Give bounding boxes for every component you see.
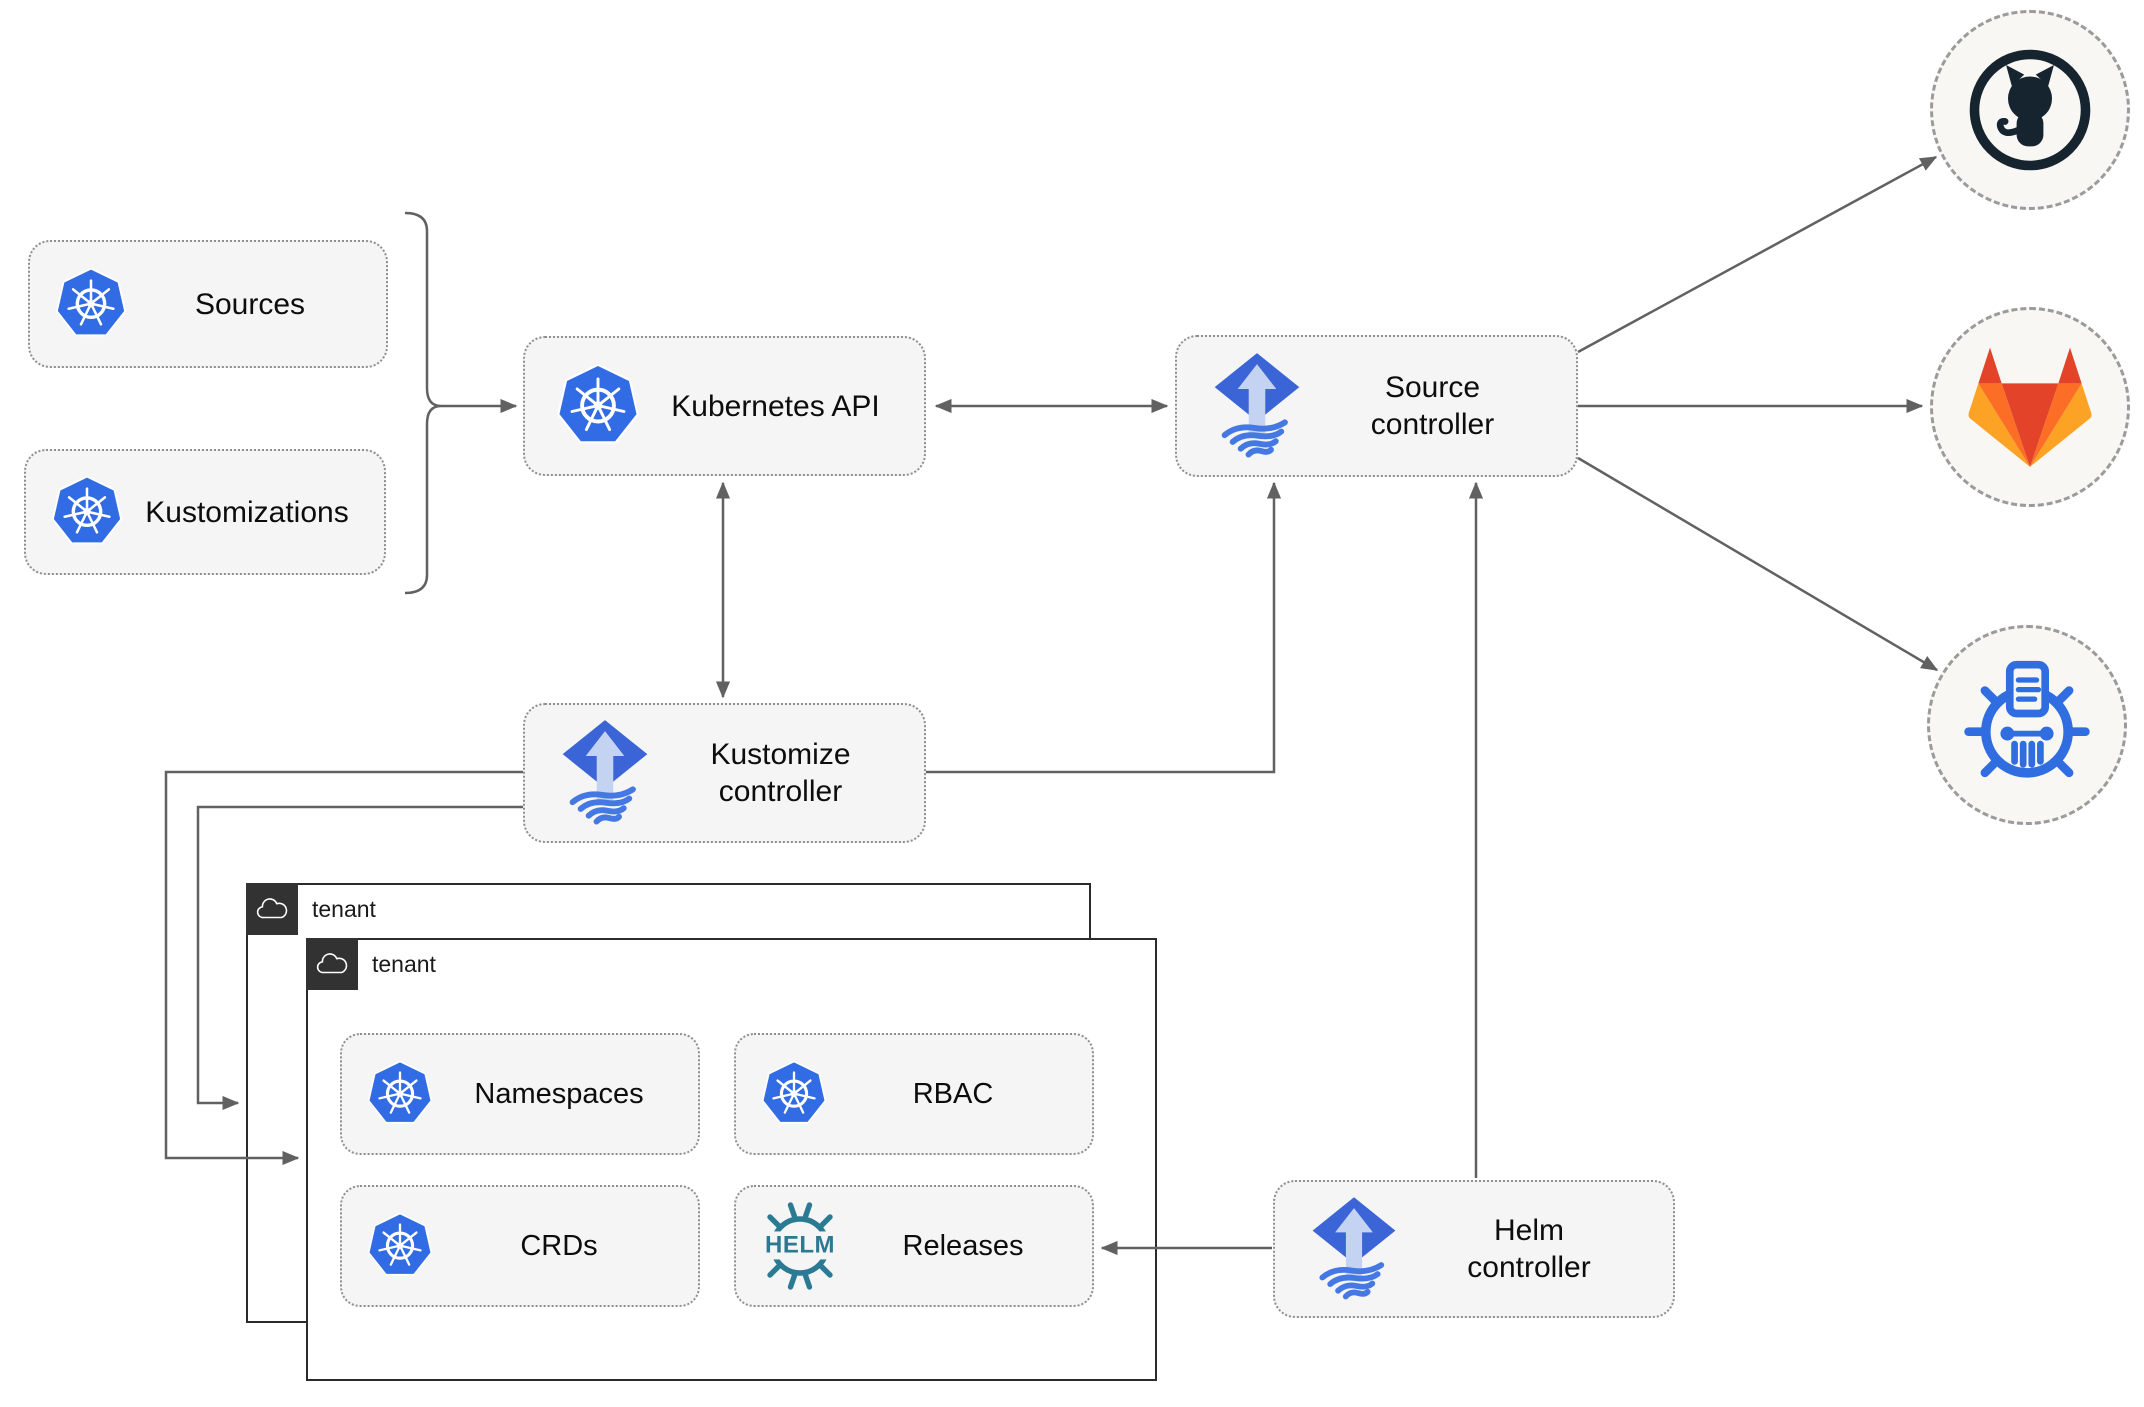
connector-source-to-helm-repository [1577,456,1939,672]
endpoint-github [1930,10,2130,210]
connector-source-to-github [1577,155,1938,354]
node-kustomize-controller: Kustomize controller [523,703,926,843]
node-kubernetes-api: Kubernetes API [523,336,926,476]
node-label-line1: Kustomize [710,738,851,771]
tenant-label: tenant [372,951,436,977]
endpoint-helm-repository [1927,625,2127,825]
node-label-line2: controller [1370,408,1495,441]
tenant-tab [246,883,298,935]
flux-icon [1211,353,1303,460]
gitlab-icon [1968,347,2092,467]
kubernetes-icon [366,1061,434,1127]
node-label-line1: Source [1384,371,1481,404]
node-label-line2: controller [718,775,843,808]
node-label: Kustomize controller [651,736,924,810]
kubernetes-icon [50,476,124,548]
node-helm-controller: Helm controller [1273,1180,1675,1318]
chartmuseum-icon [1964,660,2090,778]
flux-icon [559,720,651,827]
node-sources: Sources [28,240,388,368]
kubernetes-icon [555,364,641,448]
node-label: Kubernetes API [671,389,880,423]
flux-icon [1309,1197,1399,1302]
connector-bracket-resources [404,211,442,595]
node-label-line2: controller [1467,1251,1591,1284]
kubernetes-icon [366,1213,434,1279]
helm-logo-text: HELM [762,1231,838,1260]
node-label: Kustomizations [145,495,349,529]
node-label: Releases [902,1229,1024,1262]
node-namespaces: Namespaces [340,1033,700,1155]
node-label: Namespaces [474,1077,644,1110]
node-label: Sources [194,287,306,321]
node-rbac: RBAC [734,1033,1094,1155]
node-label: RBAC [912,1077,994,1110]
github-icon [1969,49,2091,171]
cloud-icon [315,952,349,976]
tenant-frame-inner: tenant [306,938,1157,1381]
cloud-icon [255,897,289,921]
node-crds: CRDs [340,1185,700,1307]
kubernetes-icon [54,268,128,340]
node-label: CRDs [520,1229,598,1262]
node-source-controller: Source controller [1175,335,1578,477]
node-label: Source controller [1303,369,1576,443]
connector-kustomize-to-source-controller [926,481,1282,774]
helm-icon: HELM [752,1198,848,1294]
kubernetes-icon [760,1061,828,1127]
node-label-line1: Helm [1493,1214,1564,1247]
node-kustomizations: Kustomizations [24,449,386,575]
tenant-label: tenant [312,896,376,922]
endpoint-gitlab [1930,307,2130,507]
node-releases: HELM Releases [734,1185,1094,1307]
node-label: Helm controller [1399,1212,1673,1286]
tenant-tab [306,938,358,990]
